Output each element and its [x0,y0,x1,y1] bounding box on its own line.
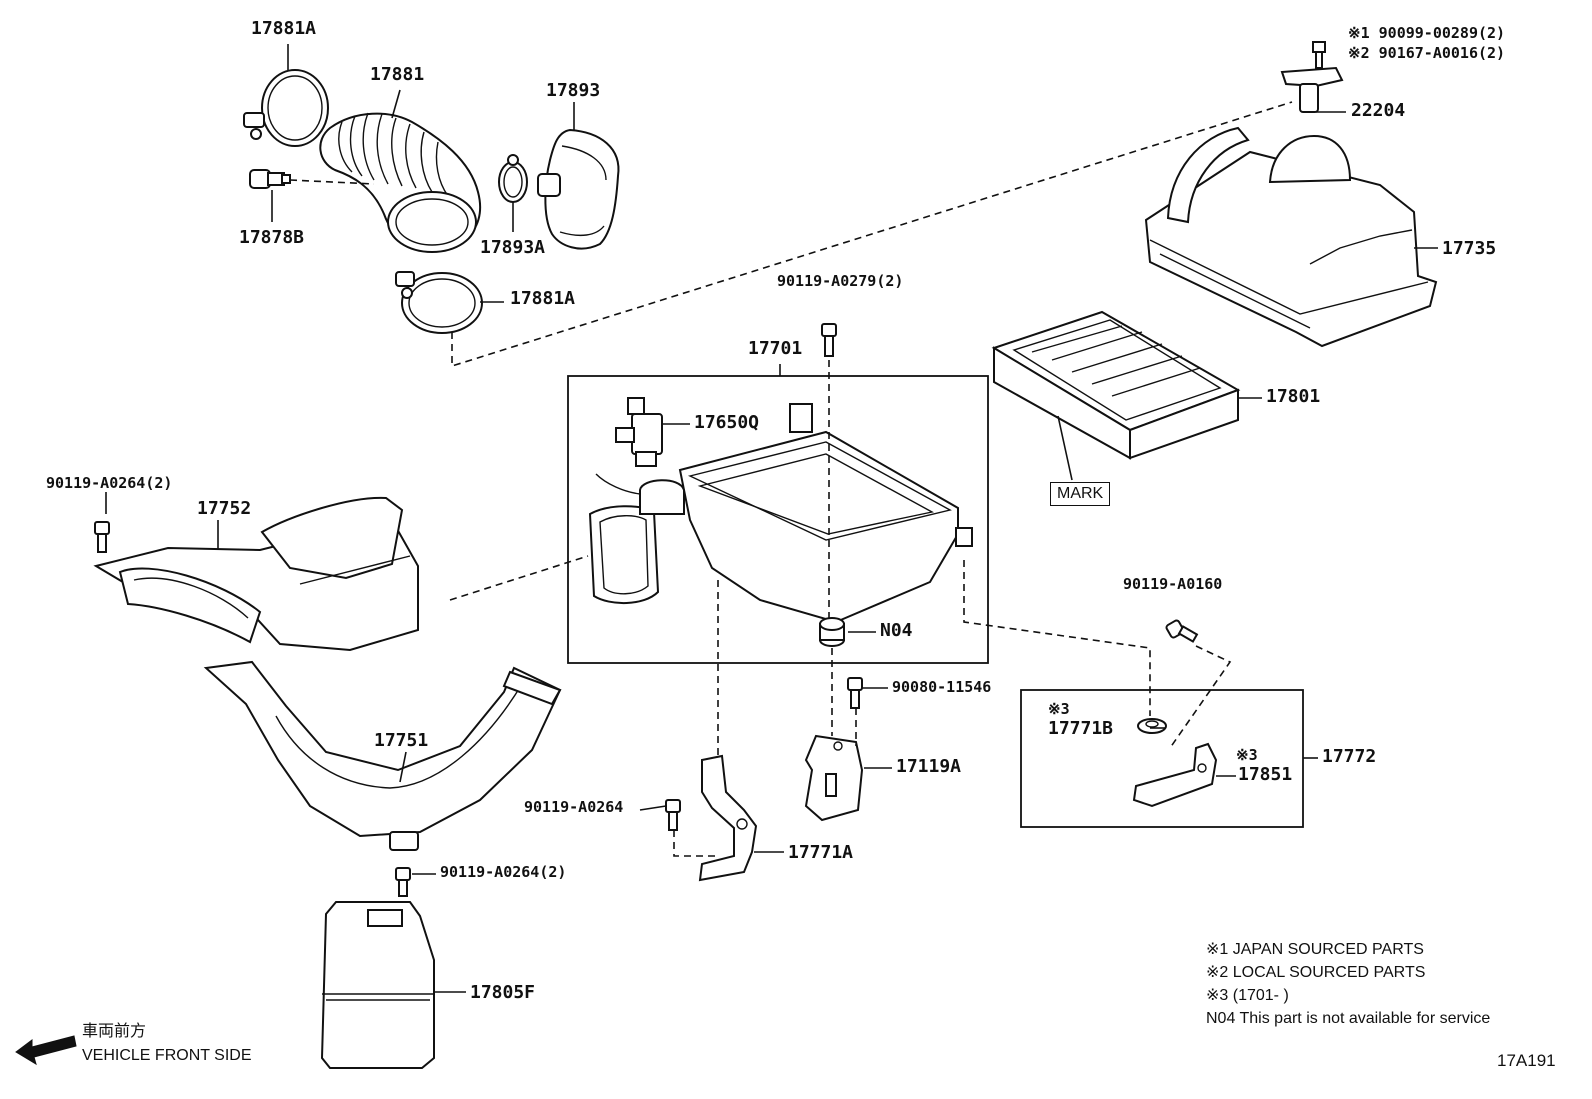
label-22204: 22204 [1351,100,1406,121]
grommet-17771b [1137,718,1167,734]
label-17119a: 17119A [896,756,962,777]
label-17805f: 17805F [470,982,536,1003]
bracket-17119a [804,734,864,822]
label-90119-a0279: 90119-A0279(2) [777,272,904,290]
label-17881a-top: 17881A [251,18,317,39]
air-cleaner-cap-17735 [1144,126,1438,348]
diagram-id: 17A191 [1497,1051,1556,1070]
label-17881: 17881 [370,64,425,85]
note-n04-not-available: N04 This part is not available for servi… [1206,1010,1491,1027]
sensor-22204 [1280,41,1344,113]
front-arrow-icon [15,1035,77,1066]
label-17701: 17701 [748,338,803,359]
inlet-duct-17752 [93,496,419,652]
label-17751: 17751 [374,730,429,751]
label-17878b: 17878B [239,227,305,248]
bolt-90119-a0264 [665,799,681,831]
air-cleaner-hose-17881 [319,112,481,253]
notes-legend: ※1 JAPAN SOURCED PARTS ※2 LOCAL SOURCED … [1206,942,1490,1027]
leader-lines [105,44,1438,993]
label-17893a: 17893A [480,237,546,258]
label-17801: 17801 [1266,386,1321,407]
hose-clamp-17881a-bottom [395,271,483,334]
front-side-label-jp: 車両前方 [82,1023,147,1040]
label-17752: 17752 [197,498,252,519]
inlet-duct-17751 [203,660,562,851]
label-17771b: 17771B [1048,718,1114,739]
front-side-label-en: VEHICLE FRONT SIDE [82,1047,252,1064]
hose-clamp-17881a-top [243,69,329,147]
note-production-range: ※3 (1701- ) [1206,987,1289,1004]
label-n04: N04 [880,620,913,641]
air-cleaner-case-17701 [588,403,973,624]
bolt-90080-11546 [847,677,863,709]
bolt-90119-a0279 [821,323,837,357]
label-mark: MARK [1050,482,1111,506]
label-17650q: 17650Q [694,412,760,433]
label-17735: 17735 [1442,238,1497,259]
bolt-90119-a0264-left [94,521,110,553]
vsv-17650q [615,397,663,467]
grommet-n04 [819,617,845,647]
label-17851: 17851 [1238,764,1293,785]
resonator-tank-17805f [320,901,435,1069]
label-17771a: 17771A [788,842,854,863]
label-bolt-note-1: ※1 90099-00289(2) [1348,24,1506,42]
label-90119-a0264-2-bottom: 90119-A0264(2) [440,863,567,881]
resonator-17893 [537,128,620,250]
fitting-17878b [249,169,291,189]
bolt-90119-a0160 [1165,619,1199,643]
label-17881a-bottom: 17881A [510,288,576,309]
label-17772: 17772 [1322,746,1377,767]
label-90119-a0160: 90119-A0160 [1123,575,1223,593]
bracket-17851 [1132,742,1218,808]
label-90119-a0264: 90119-A0264 [524,798,624,816]
label-17851-note: ※3 [1236,746,1258,764]
group-box-17701 [567,375,989,664]
label-17771b-note: ※3 [1048,700,1070,718]
note-local-sourced: ※2 LOCAL SOURCED PARTS [1206,964,1426,981]
label-17893: 17893 [546,80,601,101]
clamp-17893a [498,154,528,203]
dashed-connectors [289,101,1293,857]
bolt-90119-a0264-bottom [395,867,411,897]
note-japan-sourced: ※1 JAPAN SOURCED PARTS [1206,941,1424,958]
label-90119-a0264-2-top: 90119-A0264(2) [46,474,173,492]
bracket-17771a [698,754,758,882]
label-bolt-note-2: ※2 90167-A0016(2) [1348,44,1506,62]
air-filter-element-17801 [991,310,1241,460]
label-90080-11546: 90080-11546 [892,678,992,696]
